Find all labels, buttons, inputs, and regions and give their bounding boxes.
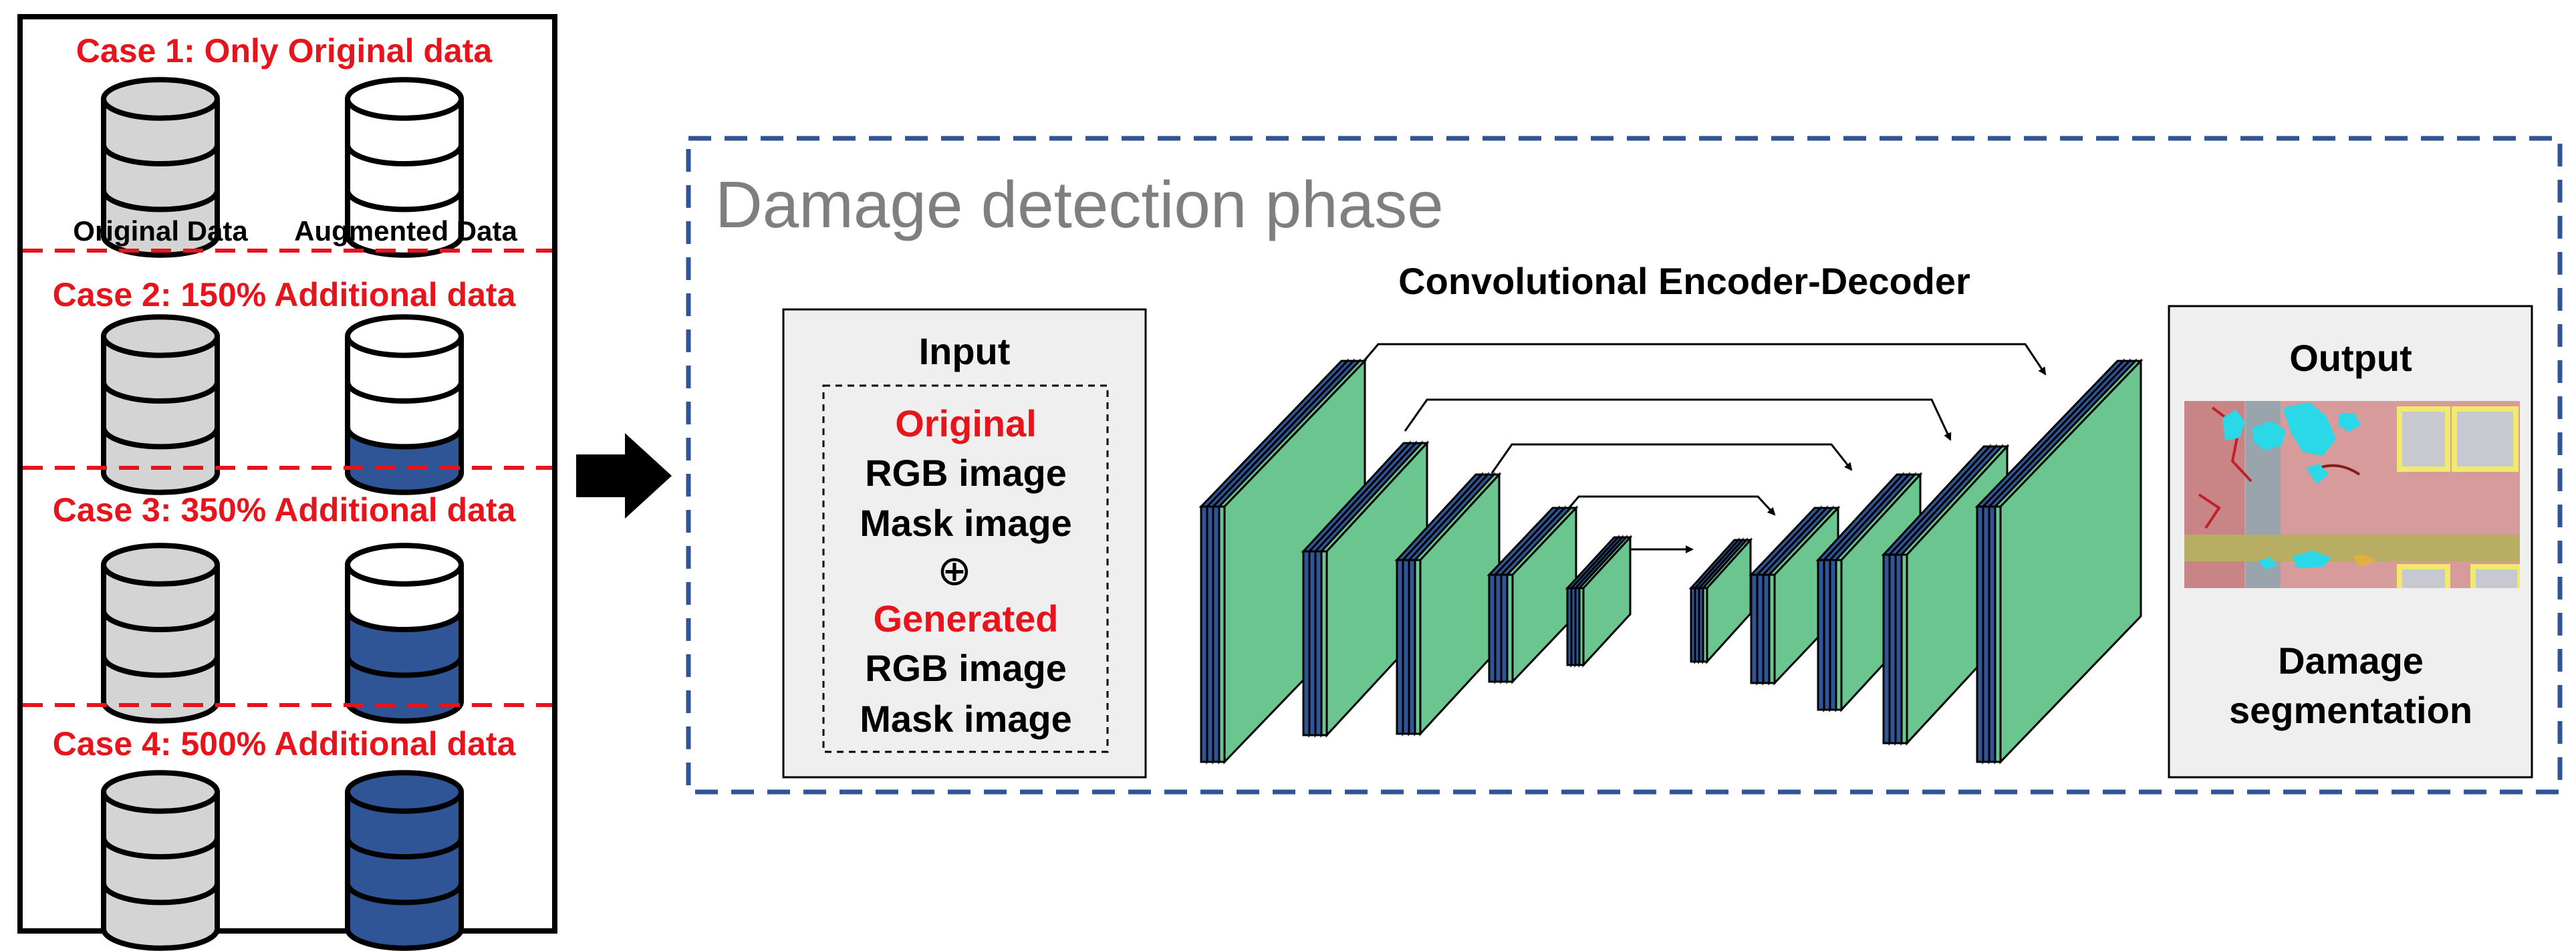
output-heading: Output	[2289, 337, 2412, 379]
generated-rgb-label: RGB image	[865, 647, 1067, 689]
cases-panel-border	[17, 14, 557, 934]
output-caption-line-2: segmentation	[2229, 689, 2472, 731]
encoder-layer-1	[1198, 358, 1368, 765]
original-data-label: Original Data	[73, 215, 248, 247]
input-box-border	[782, 308, 1147, 779]
original-database-icon	[101, 543, 220, 724]
skip-connection-3	[1491, 443, 1853, 474]
damage-detection-phase: Damage detection phase Convolutional Enc…	[686, 136, 2563, 795]
encoder-layer-4	[1487, 505, 1579, 684]
decoder-layer-3	[1749, 505, 1841, 686]
encoder-decoder-network	[1198, 343, 2144, 765]
generated-label: Generated	[874, 597, 1059, 640]
original-database-icon	[101, 77, 220, 258]
input-heading: Input	[919, 330, 1011, 372]
original-database-icon	[101, 770, 220, 951]
network-title: Convolutional Encoder-Decoder	[1398, 260, 1970, 302]
skip-connection-2	[1404, 398, 1952, 441]
augmented-database-icon	[345, 314, 464, 495]
decoder-layer-4	[1688, 537, 1753, 664]
case-title-1: Case 1: Only Original data	[76, 32, 493, 70]
encoder-layer-3	[1394, 472, 1502, 736]
segmentation-result-image	[2184, 401, 2520, 588]
original-database-icon	[101, 314, 220, 495]
phase-title: Damage detection phase	[715, 168, 1444, 241]
generated-mask-label: Mask image	[860, 698, 1072, 740]
skip-connection-1	[1350, 343, 2047, 376]
augmented-database-icon	[345, 77, 464, 258]
original-label: Original	[895, 402, 1037, 444]
case-title-4: Case 4: 500% Additional data	[53, 725, 517, 763]
augmented-data-label: Augmented Data	[294, 215, 517, 247]
decoder-layer-2	[1815, 472, 1923, 712]
augmented-database-icon	[345, 770, 464, 951]
skip-connection-4	[1557, 495, 1776, 521]
combine-symbol: ⊕	[937, 548, 972, 594]
input-box: Input Original RGB image Mask image ⊕ Ge…	[782, 308, 1147, 779]
decoder-layer-1	[1881, 444, 2010, 746]
network-layers	[1198, 358, 2144, 765]
output-caption-line-1: Damage	[2278, 640, 2424, 682]
right-arrow-icon	[576, 433, 672, 519]
output-layer	[1974, 358, 2144, 765]
original-rgb-label: RGB image	[865, 452, 1067, 494]
original-mask-label: Mask image	[860, 502, 1072, 544]
bottleneck-layer	[1565, 535, 1633, 668]
case-title-2: Case 2: 150% Additional data	[53, 276, 517, 313]
augmented-database-icon	[345, 543, 464, 724]
output-box: Output Da	[2168, 305, 2533, 779]
case-title-3: Case 3: 350% Additional data	[53, 491, 517, 529]
